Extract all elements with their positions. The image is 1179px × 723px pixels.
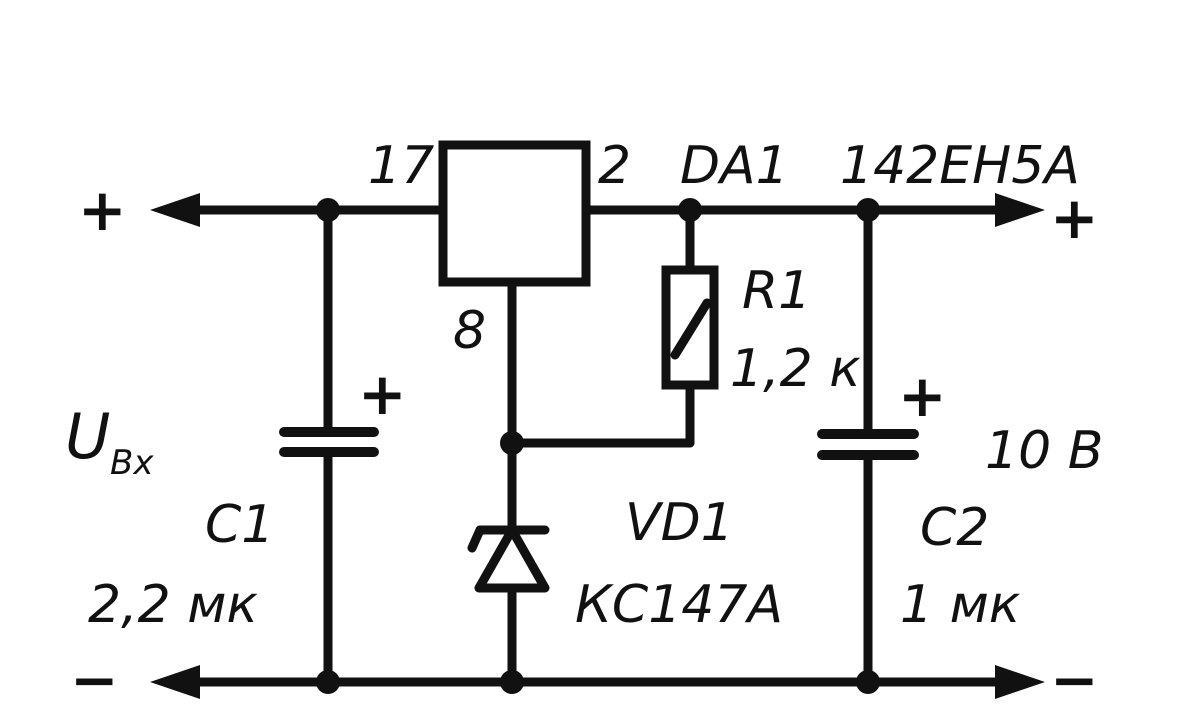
input-top-arrow — [150, 193, 200, 227]
c1-ref-label: C1 — [205, 495, 274, 555]
c2-ref-label: C2 — [920, 498, 989, 558]
c1-polarity-sign: + — [358, 360, 407, 428]
ic-part-label: 142ЕН5А — [840, 136, 1080, 196]
junction-c1-top — [316, 198, 340, 222]
vd1-zener-diode — [474, 525, 550, 593]
junction-c1-bottom — [316, 670, 340, 694]
vd1-ref-label: VD1 — [625, 493, 734, 553]
vd1-zener-bar — [467, 525, 550, 553]
c2-value-label: 1 мк — [900, 575, 1021, 635]
input-voltage-label: U — [65, 400, 110, 473]
input-plus-sign: + — [78, 176, 127, 244]
input-voltage-subscript: Вх — [110, 443, 154, 483]
regulator-ic — [438, 140, 591, 287]
junction-zener-bottom — [500, 670, 524, 694]
output-minus-sign: − — [1050, 646, 1099, 714]
ic-pin-in-label: 17 — [368, 136, 434, 196]
r1-ref-label: R1 — [742, 261, 811, 321]
junction-c2-bottom — [856, 670, 880, 694]
output-plus-sign: + — [1050, 184, 1099, 252]
junction-zener-node — [500, 431, 524, 455]
ic-ref-label: DA1 — [680, 136, 789, 196]
c2-polarity-sign: + — [898, 362, 947, 430]
ic-pin-out-label: 2 — [598, 136, 631, 196]
output-top-arrow — [995, 193, 1045, 227]
input-bottom-arrow — [150, 665, 200, 699]
c1-value-label: 2,2 мк — [88, 575, 258, 635]
junction-c2-top — [856, 198, 880, 222]
r1-slash — [670, 298, 712, 360]
r1-value-label: 1,2 к — [730, 339, 861, 399]
ic-pin-gnd-label: 8 — [453, 301, 486, 361]
vd1-part-label: КС147А — [575, 575, 783, 635]
output-bottom-arrow — [995, 665, 1045, 699]
input-minus-sign: − — [70, 646, 119, 714]
junction-r1-top — [678, 198, 702, 222]
output-voltage-label: 10 В — [985, 421, 1103, 481]
